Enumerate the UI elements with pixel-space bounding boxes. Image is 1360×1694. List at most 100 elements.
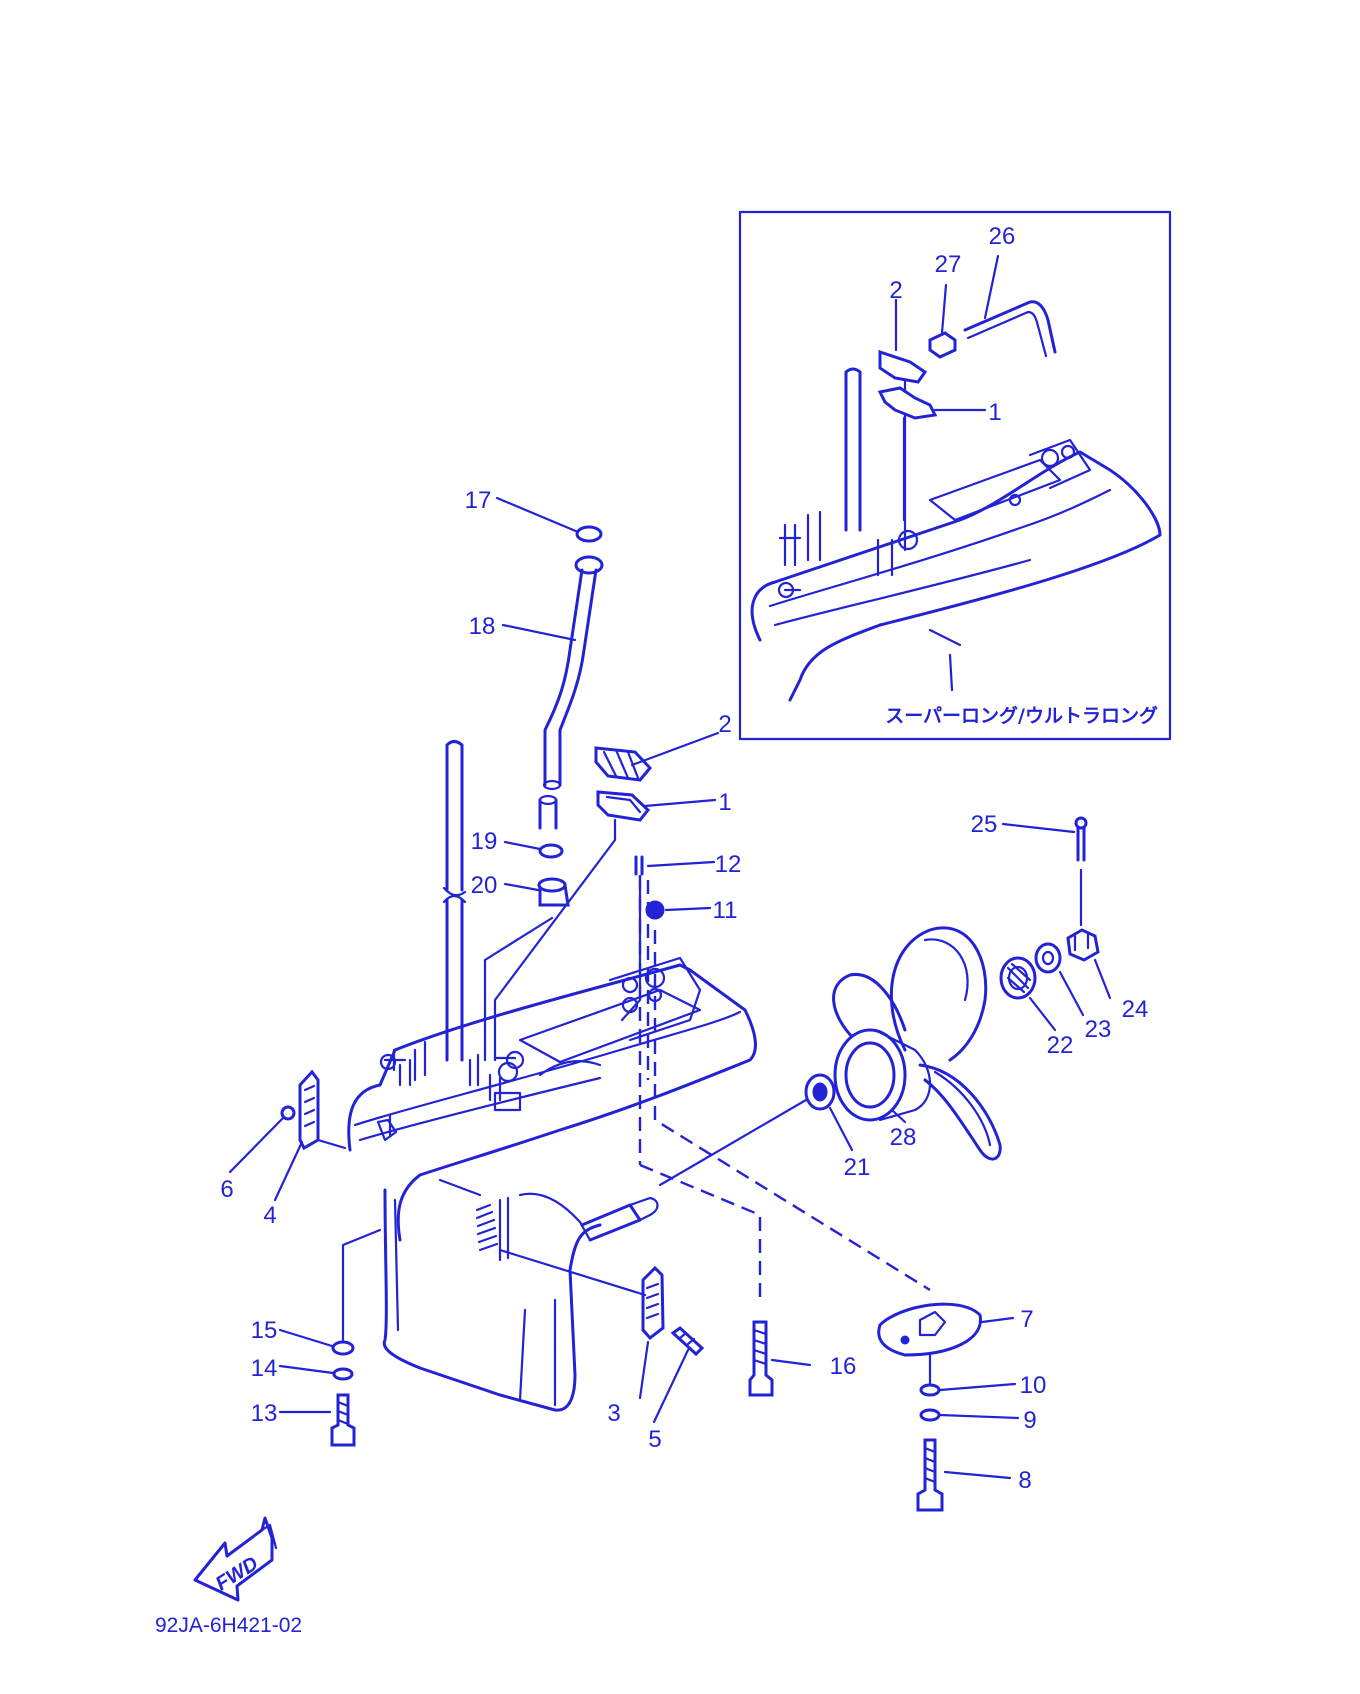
part-1-plate-inner xyxy=(605,795,642,814)
leader-15-up xyxy=(341,1228,382,1342)
gearcase-skeg xyxy=(518,1298,557,1407)
inset-label-26: 26 xyxy=(989,223,1016,250)
part-10-washer xyxy=(919,1383,941,1397)
part-18-tube-end xyxy=(542,779,562,791)
top-hole-a xyxy=(621,976,639,994)
propeller-blade-right xyxy=(918,1063,1002,1161)
label-15: 15 xyxy=(251,1317,278,1344)
inset-diagram: 26 27 2 1 スーパーロング/ウルトラロング xyxy=(738,210,1172,741)
leader-4 xyxy=(273,1140,304,1202)
part-24-slots xyxy=(1073,931,1090,952)
part-23-washer-inner xyxy=(1041,950,1055,966)
part-8-thread xyxy=(923,1446,937,1484)
label-20: 20 xyxy=(471,872,498,899)
propeller-blade-top-inner xyxy=(923,938,969,1002)
part-7-boss xyxy=(918,1310,947,1337)
leader-20-down xyxy=(483,916,554,1062)
part-18-tube-top xyxy=(574,555,604,575)
part-5-bolt xyxy=(670,1326,705,1357)
guide-dashed-16 xyxy=(639,1163,762,1300)
inset-leader-26 xyxy=(983,254,1000,320)
label-7: 7 xyxy=(1020,1306,1033,1333)
part-number-labels: 17 18 2 1 12 11 19 20 25 24 23 22 28 21 … xyxy=(220,487,1148,1494)
part-6-bolt xyxy=(280,1105,296,1121)
part-18-water-tube xyxy=(543,568,598,787)
inset-label-1: 1 xyxy=(988,399,1001,426)
inset-case-rim-2 xyxy=(773,558,1032,627)
part-17-washer xyxy=(575,525,603,543)
inset-label-27: 27 xyxy=(935,251,962,278)
part-24-castle-nut xyxy=(1066,928,1100,962)
part-19-washer xyxy=(538,843,564,859)
part-13-thread xyxy=(336,1400,350,1426)
lower-case-rim-2 xyxy=(358,1076,602,1142)
label-12: 12 xyxy=(715,851,742,878)
label-3: 3 xyxy=(607,1400,620,1427)
label-23: 23 xyxy=(1085,1016,1112,1043)
deck-recess xyxy=(518,988,702,1064)
part-15-washer xyxy=(331,1340,355,1356)
lower-case-body xyxy=(347,963,757,1242)
inset-part-26-tube-inner xyxy=(966,310,1048,358)
fwd-arrow-depth xyxy=(260,1523,278,1550)
label-17: 17 xyxy=(465,487,492,514)
part-grommet-top xyxy=(538,794,558,806)
fwd-arrow-outline xyxy=(193,1516,274,1602)
part-4-anode-plate xyxy=(298,1069,320,1151)
part-23-washer xyxy=(1034,942,1062,974)
inset-deck-2 xyxy=(1028,438,1092,490)
fwd-arrow: FWD xyxy=(193,1516,278,1602)
label-24: 24 xyxy=(1122,996,1149,1023)
inset-part-27-nut xyxy=(928,331,957,359)
drive-shaft-lower xyxy=(445,898,464,1062)
torpedo xyxy=(518,1192,592,1242)
propeller-shaft-end xyxy=(628,1196,659,1222)
part-11-nut xyxy=(645,900,665,920)
guide-12-down xyxy=(620,878,642,1022)
inset-part-2-grommet xyxy=(878,349,928,384)
part-16-thread xyxy=(752,1328,768,1366)
inset-case-rim xyxy=(768,488,1112,608)
label-2: 2 xyxy=(718,711,731,738)
inset-leader-27 xyxy=(940,283,948,335)
part-13-bolt xyxy=(330,1393,356,1447)
part-5-bolt-thread xyxy=(678,1331,696,1346)
label-10: 10 xyxy=(1020,1372,1047,1399)
label-11: 11 xyxy=(713,897,738,924)
leader-4-case xyxy=(316,1138,347,1150)
part-4-ribs xyxy=(303,1084,316,1128)
leader-lines xyxy=(228,496,1112,1480)
propeller-shaft xyxy=(580,1203,642,1242)
inset-hole-b xyxy=(1060,444,1076,460)
label-25: 25 xyxy=(971,811,998,838)
part-25-cotter-head xyxy=(1074,816,1088,830)
gearcase-left-edge xyxy=(393,1198,400,1332)
inset-lower-case xyxy=(750,450,1162,702)
deck-studs xyxy=(376,1040,525,1142)
part-1-plate xyxy=(596,790,651,822)
inset-frame xyxy=(738,210,1172,741)
propeller-blade-left xyxy=(832,973,907,1042)
inset-stud-nut xyxy=(777,581,795,599)
part-28-propeller xyxy=(832,926,1002,1161)
diagram-code: 92JA-6H421-02 xyxy=(155,1614,302,1637)
inset-drive-shaft xyxy=(844,367,862,532)
inset-skeg xyxy=(928,628,962,692)
label-1: 1 xyxy=(718,789,731,816)
propeller-blade-right-inner xyxy=(933,1070,992,1147)
propeller-hub-body xyxy=(873,1028,931,1122)
part-22-knurl xyxy=(1006,962,1032,994)
inset-hole-a xyxy=(1040,448,1060,468)
part-20-grommet-top xyxy=(537,877,567,893)
drive-shaft-break xyxy=(442,886,467,904)
lower-case-assembly xyxy=(347,740,931,1412)
inset-grommet xyxy=(897,529,919,551)
leader-2-down xyxy=(493,818,617,1062)
part-3-anode xyxy=(641,1265,665,1341)
inset-label-2: 2 xyxy=(889,277,902,304)
guide-dashed-11 xyxy=(653,930,931,1292)
guide-dashed-12 xyxy=(638,875,650,1165)
drive-shaft xyxy=(445,740,464,892)
label-14: 14 xyxy=(251,1355,278,1382)
leader-3-case xyxy=(498,1248,647,1297)
